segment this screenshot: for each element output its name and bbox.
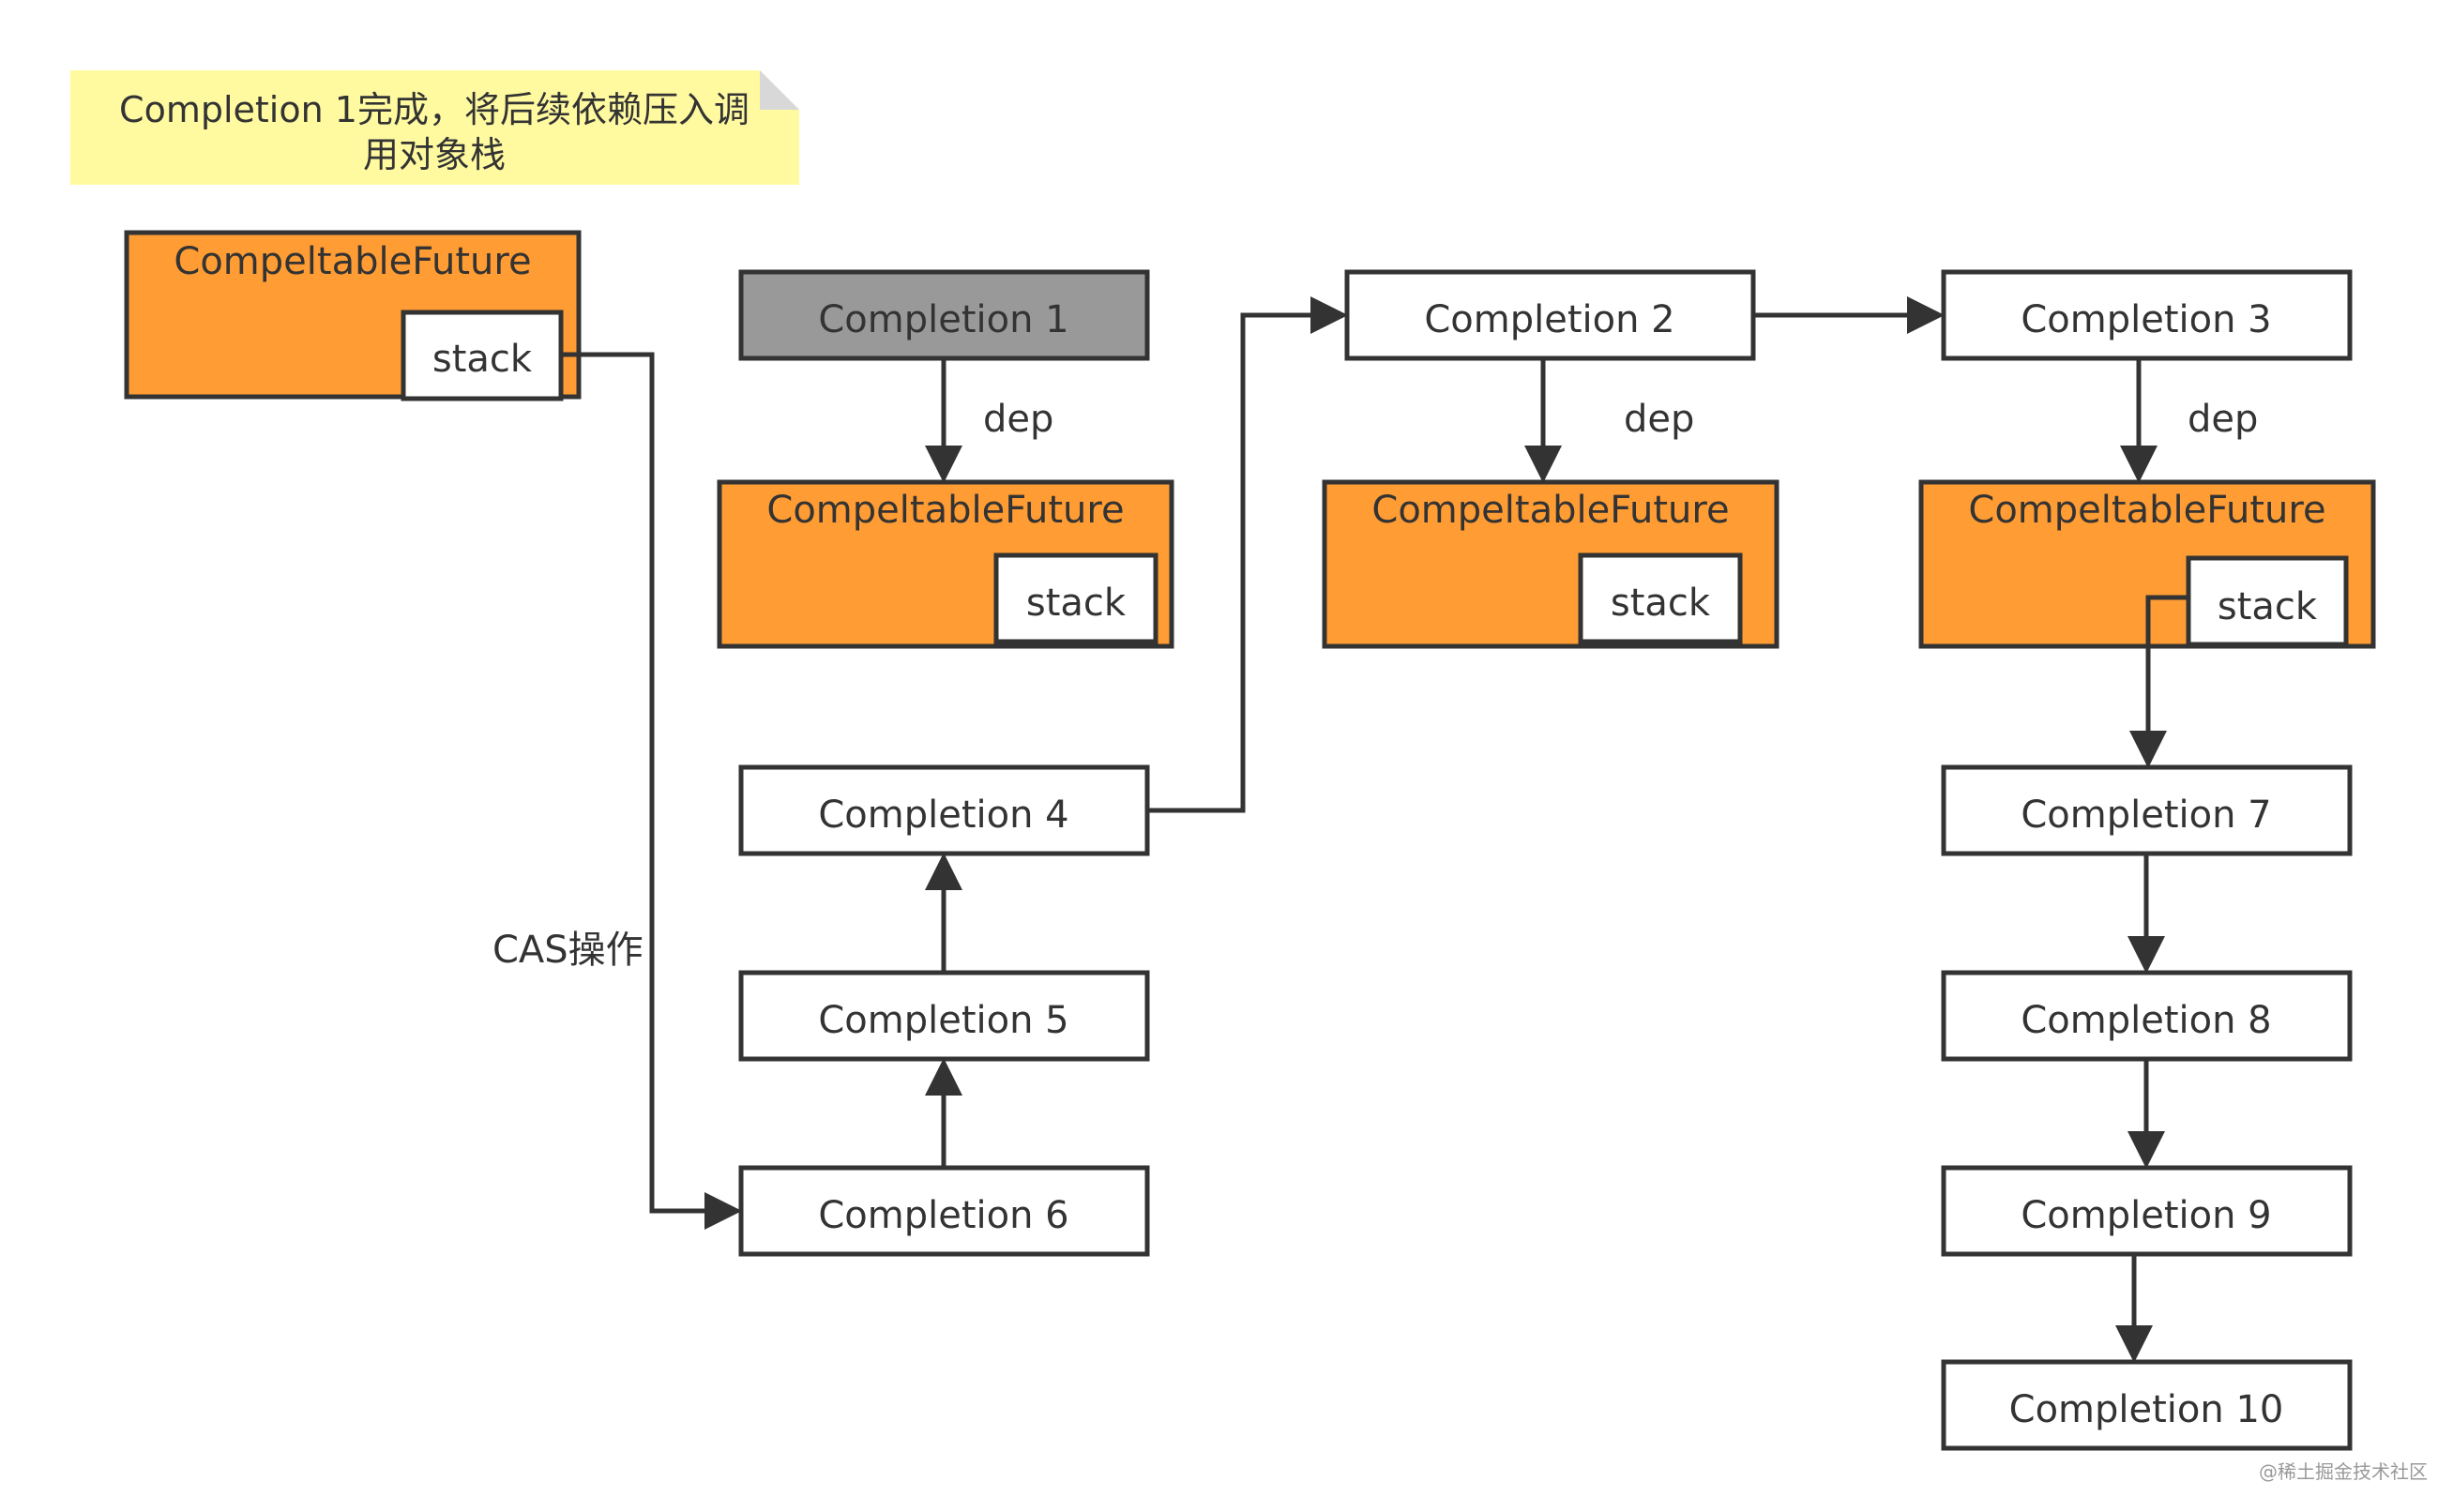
future-2-title: CompeltableFuture bbox=[1371, 489, 1729, 532]
completion-1-node: Completion 1 bbox=[738, 269, 1150, 361]
future-1-stack: stack bbox=[1026, 582, 1127, 625]
completion-5-node: Completion 5 bbox=[738, 970, 1150, 1062]
completion-8-node: Completion 8 bbox=[1941, 970, 2353, 1062]
note-line-2: 用对象栈 bbox=[363, 134, 506, 175]
future-2-stack: stack bbox=[1611, 582, 1711, 625]
watermark: @稀土掘金技术社区 bbox=[2259, 1460, 2428, 1483]
sticky-note: Completion 1完成，将后续依赖压入调 用对象栈 bbox=[70, 70, 799, 185]
completable-future-main: CompeltableFuture stack bbox=[124, 230, 582, 401]
dep-label-1: dep bbox=[983, 398, 1053, 441]
completion-4-node: Completion 4 bbox=[738, 764, 1150, 856]
cas-label: CAS操作 bbox=[492, 929, 644, 972]
future-main-title: CompeltableFuture bbox=[174, 240, 531, 283]
completion-6-label: Completion 6 bbox=[818, 1194, 1068, 1237]
completion-7-label: Completion 7 bbox=[2021, 794, 2271, 837]
arrow-main-stack-to-c6 bbox=[563, 352, 742, 1230]
arrow-future3-stack-to-c7 bbox=[2129, 595, 2188, 768]
dep-label-3: dep bbox=[2188, 398, 2258, 441]
completion-2-node: Completion 2 bbox=[1344, 269, 1756, 361]
future-3-title: CompeltableFuture bbox=[1968, 489, 2325, 532]
completion-3-node: Completion 3 bbox=[1941, 269, 2353, 361]
completion-4-label: Completion 4 bbox=[818, 794, 1068, 837]
completable-future-1: CompeltableFuture stack bbox=[717, 479, 1174, 649]
dep-label-2: dep bbox=[1624, 398, 1694, 441]
future-main-stack: stack bbox=[432, 338, 533, 381]
completion-7-node: Completion 7 bbox=[1941, 764, 2353, 856]
completion-1-label: Completion 1 bbox=[818, 298, 1068, 341]
completion-5-label: Completion 5 bbox=[818, 999, 1068, 1042]
arrow-c4-to-c2 bbox=[1149, 296, 1348, 813]
completion-8-label: Completion 8 bbox=[2021, 999, 2271, 1042]
completion-10-node: Completion 10 bbox=[1941, 1359, 2353, 1451]
completion-6-node: Completion 6 bbox=[738, 1165, 1150, 1257]
future-1-title: CompeltableFuture bbox=[766, 489, 1124, 532]
completable-future-2: CompeltableFuture stack bbox=[1322, 479, 1779, 649]
completion-3-label: Completion 3 bbox=[2021, 298, 2271, 341]
completion-2-label: Completion 2 bbox=[1424, 298, 1674, 341]
future-3-stack: stack bbox=[2218, 585, 2318, 628]
completion-9-label: Completion 9 bbox=[2021, 1194, 2271, 1237]
completion-10-label: Completion 10 bbox=[2009, 1388, 2284, 1431]
note-line-1: Completion 1完成，将后续依赖压入调 bbox=[119, 89, 750, 130]
completion-9-node: Completion 9 bbox=[1941, 1165, 2353, 1257]
